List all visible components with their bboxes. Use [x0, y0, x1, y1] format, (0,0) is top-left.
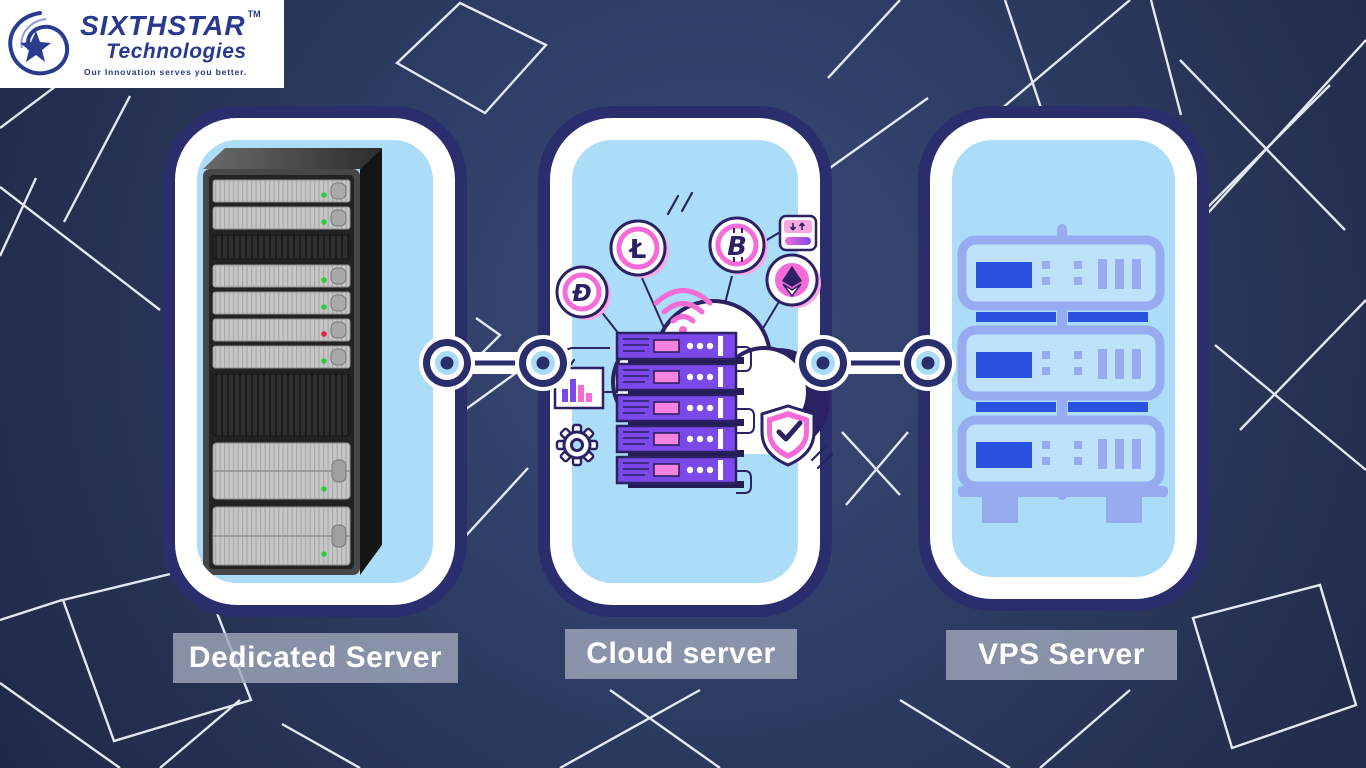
connector-dedicated-cloud [419, 335, 571, 391]
brand-tm-mark: TM [247, 8, 261, 19]
large-vent [212, 373, 351, 437]
svg-text:Ł: Ł [628, 235, 647, 265]
vent-bay [212, 234, 351, 260]
shield-check-icon [760, 404, 834, 470]
rack-foot [1106, 497, 1142, 523]
rack-separator [1068, 402, 1148, 412]
stack-cables [736, 346, 755, 494]
brand-text-block: SIXTHSTAR TM Technologies Our Innovation… [80, 8, 261, 77]
brand-tagline: Our Innovation serves you better. [84, 66, 247, 77]
tower-side-face [360, 148, 382, 575]
tower-top-face [203, 148, 382, 169]
dash-coin-icon: Đ [555, 265, 611, 320]
card-vps-screen [952, 140, 1175, 577]
label-dedicated-server-text: Dedicated Server [188, 641, 443, 674]
ethereum-coin-icon [765, 253, 821, 308]
vps-server-rack-illustration [957, 224, 1168, 523]
rack-separator [976, 402, 1056, 412]
label-vps-server-text: VPS Server [978, 638, 1145, 671]
transfer-card-icon [778, 214, 818, 252]
brand-subname: Technologies [106, 39, 247, 63]
rack-separator [976, 312, 1056, 322]
red-led [321, 331, 327, 337]
brand-logo: SIXTHSTAR TM Technologies Our Innovation… [0, 0, 284, 88]
brand-name: SIXTHSTAR [80, 9, 246, 41]
cloud-server-illustration: Ł B Đ [553, 191, 834, 494]
card-dedicated-server [163, 106, 467, 617]
card-dedicated-border [175, 118, 455, 605]
gear-icon [555, 423, 599, 467]
server-units [615, 331, 738, 485]
card-cloud-server: Ł B Đ [538, 106, 834, 617]
connector-cloud-vps [795, 335, 956, 391]
label-dedicated-server: Dedicated Server [173, 633, 458, 683]
server-unit [628, 357, 744, 488]
wifi-icon [653, 288, 713, 334]
rack-foot [982, 497, 1018, 523]
rack-separator [1068, 312, 1148, 322]
drive-bays [212, 179, 351, 566]
cloud-server-stack [615, 331, 755, 494]
vps-rack [957, 224, 1168, 523]
label-cloud-server-text: Cloud server [586, 637, 776, 670]
card-cloud-border: Ł B Đ [550, 118, 834, 605]
litecoin-coin-icon: Ł [609, 219, 669, 278]
label-cloud-server: Cloud server [565, 629, 797, 679]
card-dedicated-screen [197, 140, 433, 583]
rack-rows [957, 235, 1165, 491]
card-vps-server [918, 106, 1209, 611]
swirl-star-logo-icon [8, 11, 69, 76]
dedicated-server-tower-illustration [203, 148, 382, 575]
bitcoin-coin-icon: B [708, 216, 768, 275]
label-vps-server: VPS Server [946, 630, 1177, 680]
card-vps-border [930, 118, 1197, 599]
svg-text:Đ: Đ [571, 281, 591, 307]
svg-text:B: B [727, 232, 747, 262]
